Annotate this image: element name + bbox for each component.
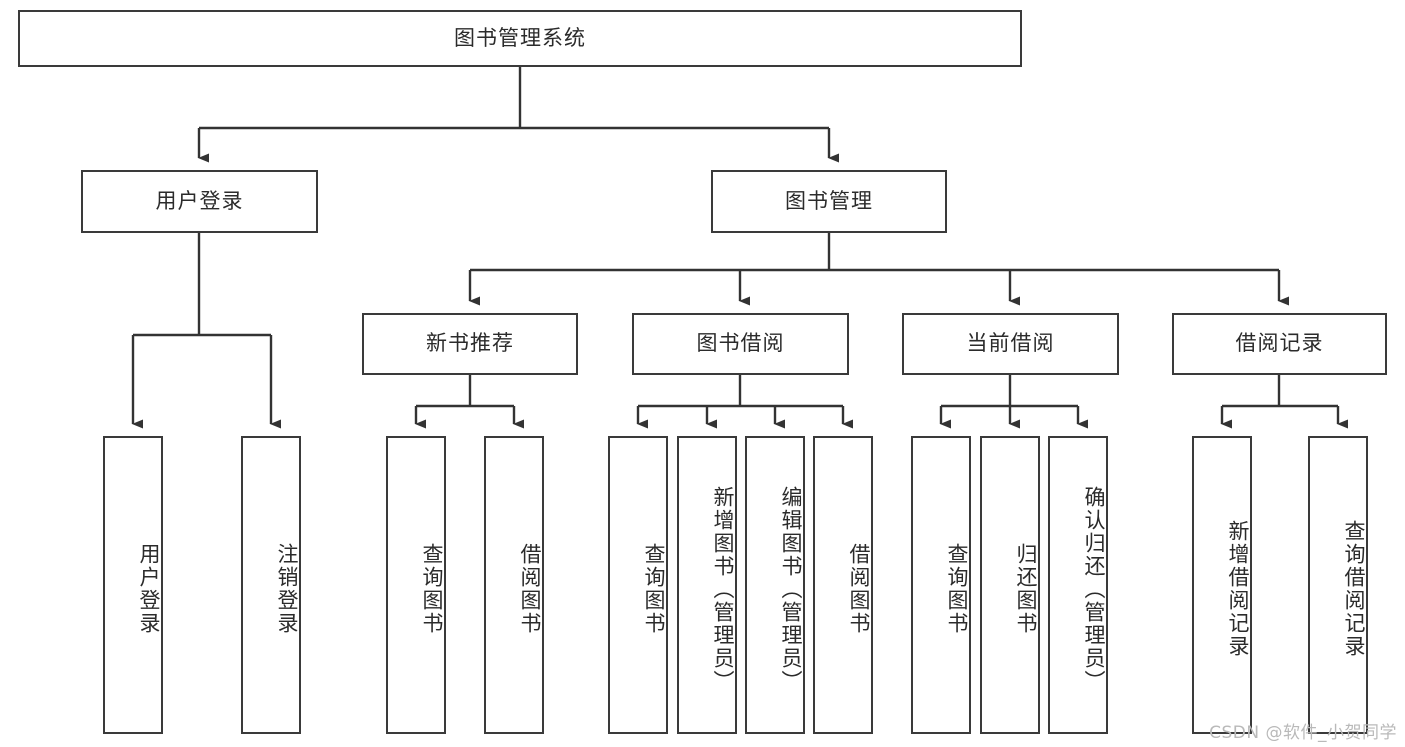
node-new-book-recommend-label: 新书推荐 — [426, 331, 514, 356]
node-user-login[interactable]: 用户登录 — [81, 170, 318, 233]
leaf-borrow-query-book[interactable]: 查询图书 — [608, 436, 668, 734]
node-root[interactable]: 图书管理系统 — [18, 10, 1022, 67]
leaf-label: 查询图书 — [945, 543, 969, 635]
leaf-label: 借阅图书 — [518, 543, 542, 635]
leaf-label: 确认归还（管理员） — [1082, 485, 1106, 693]
leaf-label: 用户登录 — [137, 543, 161, 635]
leaf-record-add[interactable]: 新增借阅记录 — [1192, 436, 1252, 734]
node-user-login-label: 用户登录 — [155, 188, 244, 213]
leaf-user-login-signout[interactable]: 注销登录 — [241, 436, 301, 734]
leaf-borrow-add-book[interactable]: 新增图书（管理员） — [677, 436, 737, 734]
leaf-label: 查询图书 — [420, 543, 444, 635]
node-new-book-recommend[interactable]: 新书推荐 — [362, 313, 578, 375]
node-borrow-record[interactable]: 借阅记录 — [1172, 313, 1387, 375]
leaf-borrow-borrow-book[interactable]: 借阅图书 — [813, 436, 873, 734]
leaf-label: 查询借阅记录 — [1342, 520, 1366, 658]
node-current-borrow-label: 当前借阅 — [966, 331, 1055, 356]
node-book-management-label: 图书管理 — [785, 188, 873, 213]
leaf-label: 借阅图书 — [847, 543, 871, 635]
node-borrow-record-label: 借阅记录 — [1235, 331, 1324, 356]
leaf-current-query-book[interactable]: 查询图书 — [911, 436, 971, 734]
leaf-label: 归还图书 — [1014, 543, 1038, 635]
leaf-new-book-borrow[interactable]: 借阅图书 — [484, 436, 544, 734]
leaf-borrow-edit-book[interactable]: 编辑图书（管理员） — [745, 436, 805, 734]
leaf-label: 新增借阅记录 — [1226, 520, 1250, 658]
watermark: CSDN @软件_小贺同学 — [1209, 723, 1397, 743]
node-book-borrow[interactable]: 图书借阅 — [632, 313, 849, 375]
leaf-record-query[interactable]: 查询借阅记录 — [1308, 436, 1368, 734]
leaf-label: 注销登录 — [275, 543, 299, 635]
node-root-label: 图书管理系统 — [454, 25, 586, 50]
leaf-label: 新增图书（管理员） — [711, 485, 735, 693]
leaf-user-login-signin[interactable]: 用户登录 — [103, 436, 163, 734]
leaf-label: 查询图书 — [642, 543, 666, 635]
leaf-current-confirm-return[interactable]: 确认归还（管理员） — [1048, 436, 1108, 734]
leaf-label: 编辑图书（管理员） — [779, 485, 803, 693]
node-current-borrow[interactable]: 当前借阅 — [902, 313, 1119, 375]
leaf-new-book-query[interactable]: 查询图书 — [386, 436, 446, 734]
node-book-borrow-label: 图书借阅 — [696, 331, 785, 356]
leaf-current-return-book[interactable]: 归还图书 — [980, 436, 1040, 734]
node-book-management[interactable]: 图书管理 — [711, 170, 947, 233]
